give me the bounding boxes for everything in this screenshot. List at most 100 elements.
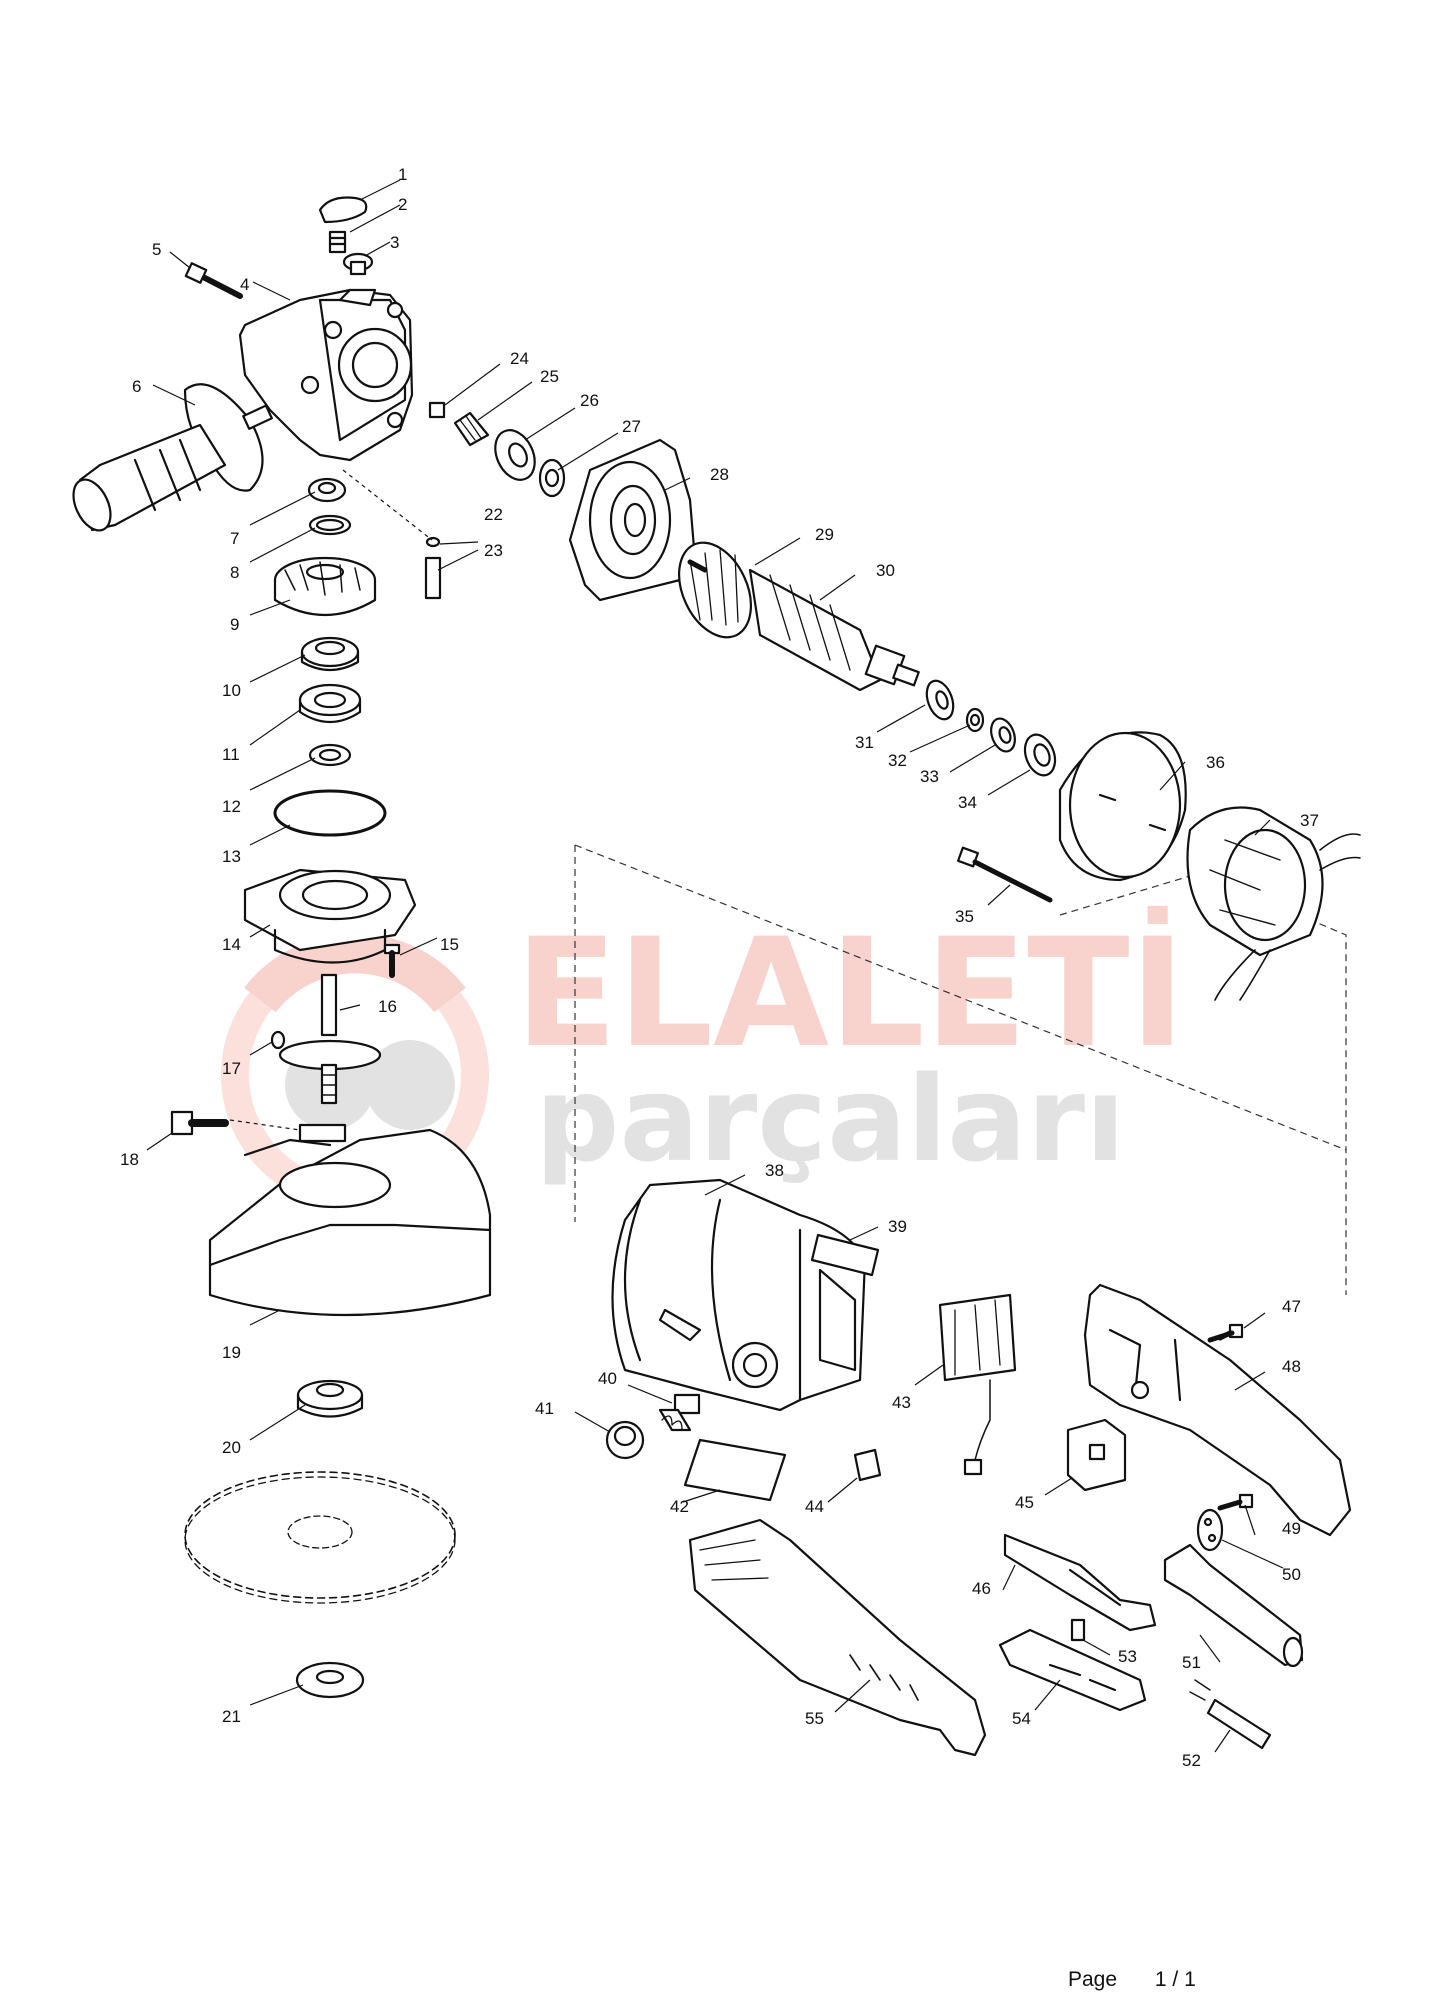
callout-3: 3 xyxy=(390,233,399,252)
part-36-baffle-plate xyxy=(1058,731,1187,882)
callout-36: 36 xyxy=(1206,753,1225,772)
callout-33: 33 xyxy=(920,767,939,786)
part-25-spiral-bevel-pinion xyxy=(453,411,490,447)
part-24-nut xyxy=(428,401,446,419)
callout-42: 42 xyxy=(670,1497,689,1516)
callout-27: 27 xyxy=(622,417,641,436)
callout-51: 51 xyxy=(1182,1653,1201,1672)
callout-50: 50 xyxy=(1282,1565,1301,1584)
part-26-ball-bearing xyxy=(494,429,536,481)
part-28-bearing-retainer xyxy=(568,438,697,602)
callout-44: 44 xyxy=(805,1497,824,1516)
part-43-noise-suppressor xyxy=(938,1293,1017,1476)
part-23-pin xyxy=(424,556,442,600)
callout-45: 45 xyxy=(1015,1493,1034,1512)
callout-8: 8 xyxy=(230,563,239,582)
callout-52: 52 xyxy=(1182,1751,1201,1770)
part-18-bolt xyxy=(170,1110,229,1136)
callout-29: 29 xyxy=(815,525,834,544)
callout-53: 53 xyxy=(1118,1647,1137,1666)
part-1-lock-lever xyxy=(318,196,368,224)
part-31-ball-bearing xyxy=(925,679,955,721)
callout-35: 35 xyxy=(955,907,974,926)
part-16-spindle xyxy=(278,973,382,1105)
part-47-screw xyxy=(1207,1323,1244,1343)
part-9-spiral-bevel-gear xyxy=(273,556,377,616)
part-32-washer xyxy=(965,707,985,733)
part-2-spring xyxy=(328,230,347,254)
callout-17: 17 xyxy=(222,1059,241,1078)
callout-2: 2 xyxy=(398,195,407,214)
callout-25: 25 xyxy=(540,367,559,386)
callout-11: 11 xyxy=(222,745,240,764)
watermark: ELALETİ parçaları xyxy=(221,905,1185,1209)
callout-41: 41 xyxy=(535,1399,554,1418)
callout-39: 39 xyxy=(888,1217,907,1236)
part-37-field xyxy=(1186,806,1361,1001)
part-38-motor-housing xyxy=(611,1178,867,1412)
callout-46: 46 xyxy=(972,1579,991,1598)
part-45-switch xyxy=(1066,1418,1127,1492)
part-5-screw xyxy=(184,262,243,299)
callout-38: 38 xyxy=(765,1161,784,1180)
callout-55: 55 xyxy=(805,1709,824,1728)
callout-6: 6 xyxy=(132,377,141,396)
part-15-screw xyxy=(383,943,401,978)
callout-34: 34 xyxy=(958,793,977,812)
part-20-inner-flange xyxy=(296,1379,364,1418)
callout-4: 4 xyxy=(240,275,249,294)
callout-20: 20 xyxy=(222,1438,241,1457)
callout-43: 43 xyxy=(892,1393,911,1412)
part-10-labyrinth-ring xyxy=(300,636,360,672)
callout-18: 18 xyxy=(120,1150,139,1169)
part-54-switch-holder xyxy=(998,1628,1147,1712)
page-label: Page xyxy=(1068,1968,1118,1991)
part-35-screw xyxy=(956,846,1053,903)
callout-9: 9 xyxy=(230,615,239,634)
part-40-carbon-brush xyxy=(658,1393,701,1432)
callout-21: 21 xyxy=(222,1707,241,1726)
callout-13: 13 xyxy=(222,847,241,866)
callout-23: 23 xyxy=(484,541,503,560)
part-39-name-plate xyxy=(810,1233,880,1277)
part-12-flat-washer xyxy=(308,743,352,767)
part-55-handle-set xyxy=(688,1518,987,1757)
part-6-side-handle xyxy=(72,383,273,532)
callout-54: 54 xyxy=(1012,1709,1031,1728)
part-14-bearing-box xyxy=(243,868,417,964)
callout-47: 47 xyxy=(1282,1297,1301,1316)
part-50-strain-relief xyxy=(1196,1508,1224,1552)
part-53-compression-spring xyxy=(1070,1618,1086,1642)
part-21-lock-nut xyxy=(295,1661,365,1699)
part-41-brush-holder-cap xyxy=(605,1420,645,1460)
part-34-insulation-washer xyxy=(1023,733,1057,777)
callout-1: 1 xyxy=(398,165,407,184)
part-30-armature xyxy=(687,559,920,692)
callout-10: 10 xyxy=(222,681,241,700)
part-19-wheel-guard xyxy=(208,1123,492,1317)
part-4-gear-housing xyxy=(238,288,414,462)
part-52-cord xyxy=(1189,1679,1272,1750)
grinding-wheel-outline xyxy=(184,1471,456,1604)
callout-5: 5 xyxy=(152,240,161,259)
callout-16: 16 xyxy=(378,997,397,1016)
part-7-bearing xyxy=(307,477,347,503)
callout-19: 19 xyxy=(222,1343,241,1362)
part-11-ball-bearing xyxy=(298,683,362,723)
page-number: 1 / 1 xyxy=(1154,1968,1196,1991)
callout-15: 15 xyxy=(440,935,459,954)
callout-49: 49 xyxy=(1282,1519,1301,1538)
callout-22: 22 xyxy=(484,505,503,524)
callout-31: 31 xyxy=(855,733,874,752)
assembly-outline xyxy=(574,844,1347,1295)
callout-labels: 1 2 3 4 5 6 7 8 9 10 11 12 13 14 15 16 1… xyxy=(120,165,1319,1770)
part-3-cap xyxy=(342,252,374,276)
leader-lines xyxy=(146,179,1284,1753)
part-42-insulation-sheet xyxy=(683,1438,787,1502)
callout-40: 40 xyxy=(598,1369,617,1388)
part-22-o-ring xyxy=(425,536,441,548)
part-13-o-ring xyxy=(273,789,387,837)
callout-14: 14 xyxy=(222,935,241,954)
part-46-switch-lever xyxy=(1003,1533,1157,1632)
